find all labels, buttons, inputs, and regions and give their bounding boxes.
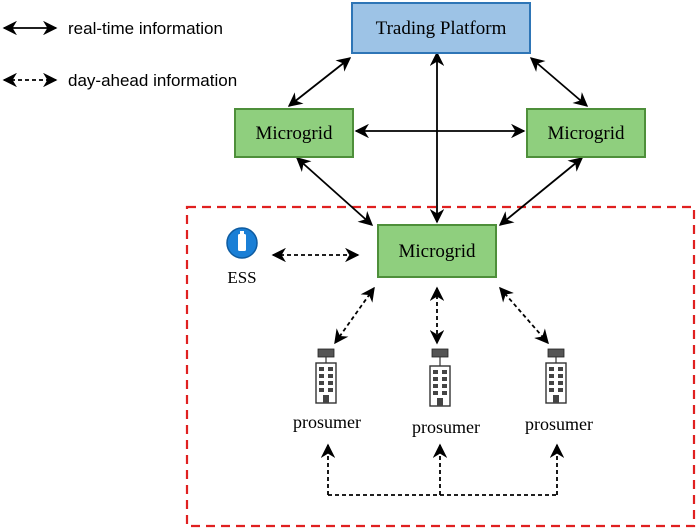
trading-platform-label: Trading Platform	[376, 18, 507, 39]
arrow-microgrid-prosumer-1	[334, 286, 375, 345]
solar-building-icon	[429, 348, 451, 407]
solar-building-icon	[545, 348, 567, 404]
prosumer-label-1: prosumer	[293, 412, 361, 432]
microgrid-local-node: Microgrid	[377, 224, 497, 278]
arrow-microgrid-left-local	[295, 157, 374, 226]
arrow-microgrid-prosumer-3	[499, 286, 549, 345]
arrow-microgrid-right-local	[498, 157, 584, 226]
prosumer-node-1: prosumer	[293, 348, 361, 432]
microgrid-right-node: Microgrid	[526, 108, 646, 158]
dayahead-connections	[271, 247, 565, 496]
trading-platform-node: Trading Platform	[351, 2, 531, 54]
ess-label: ESS	[227, 268, 256, 287]
local-region-boundary	[185, 205, 696, 528]
prosumer-node-3: prosumer	[525, 348, 593, 434]
arrow-platform-microgrid-left	[287, 57, 352, 107]
microgrid-right-label: Microgrid	[547, 123, 625, 144]
solar-building-icon	[315, 348, 337, 404]
arrow-platform-microgrid-right	[529, 57, 589, 107]
legend-realtime-label: real-time information	[68, 19, 223, 38]
microgrid-left-node: Microgrid	[234, 108, 354, 158]
prosumer-label-2: prosumer	[412, 417, 480, 437]
battery-icon	[226, 227, 258, 259]
ess-node: ESS	[226, 227, 258, 287]
realtime-connections	[287, 51, 589, 226]
microgrid-local-label: Microgrid	[398, 241, 476, 262]
legend-dayahead-label: day-ahead information	[68, 71, 237, 90]
legend: real-time information day-ahead informat…	[2, 19, 237, 90]
microgrid-left-label: Microgrid	[255, 123, 333, 144]
prosumer-node-2: prosumer	[412, 348, 480, 437]
prosumer-label-3: prosumer	[525, 414, 593, 434]
